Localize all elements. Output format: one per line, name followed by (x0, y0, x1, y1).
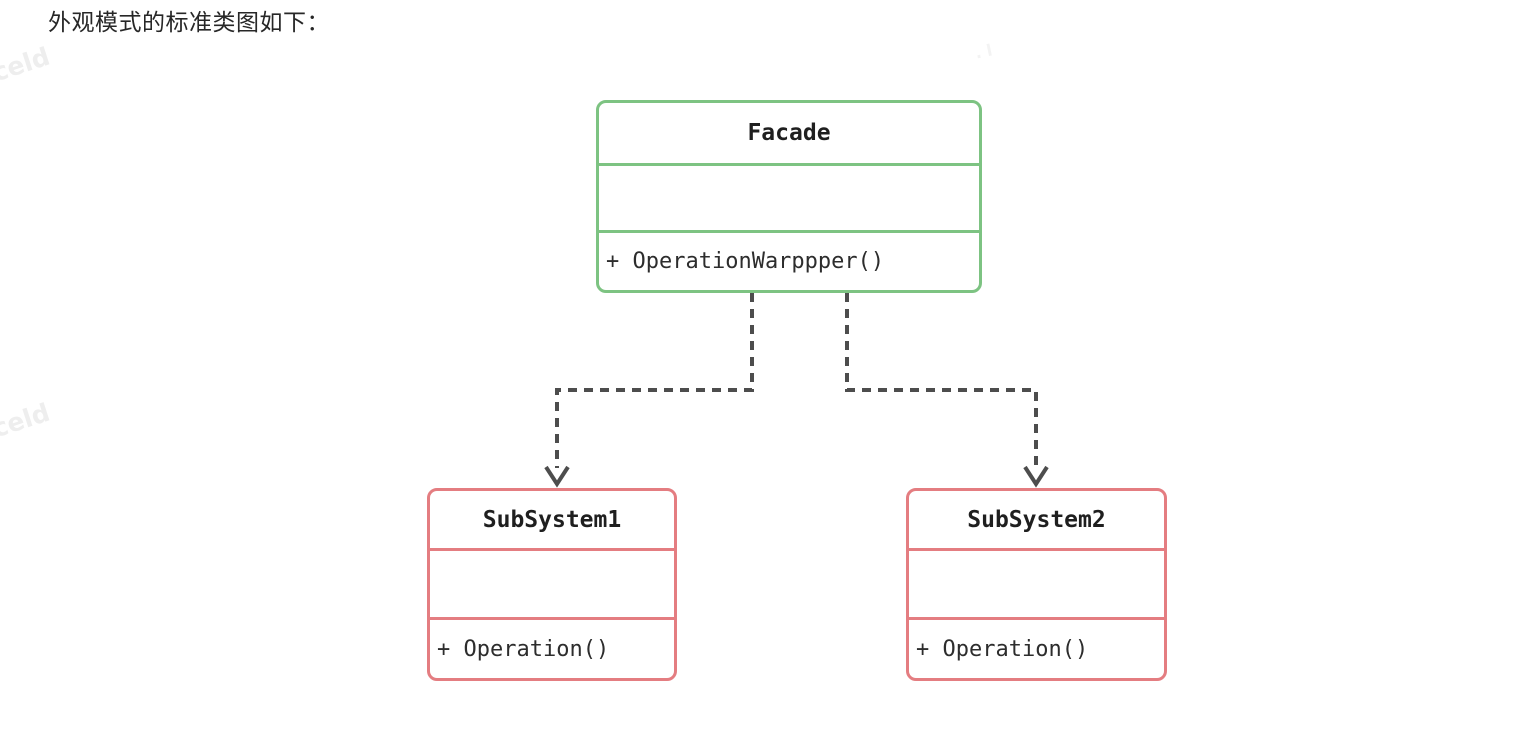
class-name-label: Facade (747, 120, 831, 146)
class-attributes-section (430, 548, 674, 617)
class-attributes-section (909, 548, 1164, 617)
watermark-text: celd (0, 41, 54, 88)
dependency-arrow-line-to-subsystem2 (845, 293, 1038, 468)
class-methods-section: + Operation() (909, 617, 1164, 678)
uml-class-subsystem2: SubSystem2 + Operation() (906, 488, 1167, 681)
class-methods-section: + OperationWarppper() (599, 230, 979, 290)
class-attributes-section (599, 163, 979, 230)
watermark-fragment: . l (973, 40, 994, 63)
dependency-arrowhead-subsystem1 (544, 465, 570, 488)
page-title: 外观模式的标准类图如下： (48, 10, 330, 36)
class-methods-section: + Operation() (430, 617, 674, 678)
uml-class-facade: Facade + OperationWarppper() (596, 100, 982, 293)
uml-class-subsystem1: SubSystem1 + Operation() (427, 488, 677, 681)
dependency-arrowhead-subsystem2 (1023, 465, 1049, 488)
watermark-text: celd (0, 397, 54, 444)
dependency-arrow-line-to-subsystem1 (555, 293, 754, 468)
class-name-label: SubSystem2 (967, 506, 1106, 533)
class-name-label: SubSystem1 (482, 506, 622, 533)
